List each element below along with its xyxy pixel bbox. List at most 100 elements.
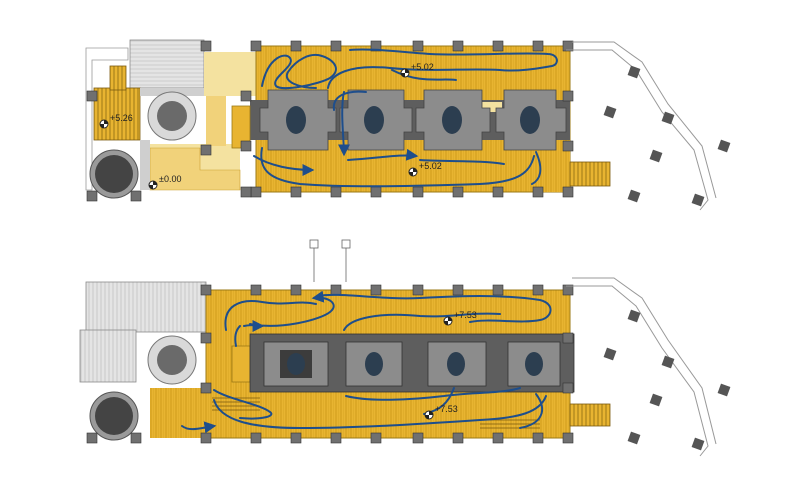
column [86, 190, 98, 202]
level-marker-upper-top: +5.02 [400, 62, 434, 78]
lower-route-2 [317, 293, 552, 323]
lower-right-stair [569, 403, 611, 427]
column [452, 432, 464, 444]
level-label-ground: ±0.00 [159, 174, 181, 184]
upper-silo-dark-core [95, 155, 133, 193]
upper-pool-4-hole [520, 106, 540, 134]
lower-route-1 [224, 300, 317, 331]
column [492, 284, 504, 296]
lower-route-11 [181, 421, 217, 434]
column [290, 40, 302, 52]
lower-pool-blocks [263, 341, 561, 387]
lower-route-5 [243, 319, 265, 332]
lower-boundary-inner [572, 277, 717, 445]
level-marker-lower-top: +7.53 [443, 310, 477, 326]
level-marker-lower-bottom: +7.53 [424, 404, 458, 420]
upper-pool-3-hole [442, 106, 462, 134]
column [330, 40, 342, 52]
column [130, 432, 142, 444]
column [250, 40, 262, 52]
lower-circulation-route [181, 290, 552, 434]
column [240, 140, 252, 152]
column [492, 40, 504, 52]
column [250, 186, 262, 198]
column [290, 186, 302, 198]
column [330, 186, 342, 198]
column [452, 40, 464, 52]
column [562, 186, 574, 198]
level-label-left-stair: +5.26 [110, 113, 133, 123]
upper-route-9 [332, 90, 367, 111]
upper-route-4 [253, 155, 315, 176]
upper-wall-2 [140, 140, 150, 190]
column [452, 284, 464, 296]
column [562, 40, 574, 52]
column [370, 432, 382, 444]
column [532, 432, 544, 444]
column [562, 284, 574, 296]
lower-pool-1-hole [287, 353, 305, 375]
column [200, 432, 212, 444]
lower-route-9 [519, 393, 544, 429]
lower-route-8 [345, 387, 521, 401]
lower-roof-block [85, 281, 207, 333]
upper-pool-1-hole [286, 106, 306, 134]
column [562, 432, 574, 444]
column [240, 90, 252, 102]
column [330, 432, 342, 444]
column [412, 40, 424, 52]
upper-rail-gap [482, 102, 502, 112]
lower-posts [309, 239, 351, 282]
upper-route-8 [419, 159, 505, 165]
upper-pale-area-3 [206, 96, 226, 146]
level-marker-upper-bottom: +5.02 [408, 161, 442, 177]
upper-route-6 [260, 147, 535, 188]
column [250, 284, 262, 296]
upper-pool-2-hole [364, 106, 384, 134]
level-label-lower-top: +7.53 [454, 310, 477, 320]
level-label-lower-bottom: +7.53 [435, 404, 458, 414]
level-label-upper-top: +5.02 [411, 62, 434, 72]
upper-pool-blocks [259, 89, 567, 151]
column [200, 382, 212, 394]
upper-floor-plan [85, 39, 731, 211]
lower-silo-dark-core [95, 397, 133, 435]
upper-site-markers [603, 65, 731, 207]
upper-circulation-route [253, 48, 558, 188]
lower-route-12 [234, 325, 241, 347]
site-marker [661, 111, 675, 125]
lower-floor-plan [79, 239, 731, 457]
column [562, 382, 574, 394]
site-marker [627, 65, 641, 79]
site-marker [691, 437, 705, 451]
site-marker [649, 393, 663, 407]
upper-roof-block [129, 39, 205, 89]
lower-route-3 [249, 290, 335, 327]
column [452, 186, 464, 198]
site-marker [649, 149, 663, 163]
lower-pool-3-hole [447, 352, 465, 376]
column [370, 284, 382, 296]
upper-columns [86, 40, 574, 202]
level-marker-left-stair: +5.26 [99, 113, 133, 129]
column [532, 40, 544, 52]
column [532, 284, 544, 296]
upper-boundary-inner [572, 41, 717, 199]
column [562, 332, 574, 344]
lower-route-4 [343, 312, 501, 331]
column [200, 284, 212, 296]
upper-route-5 [347, 148, 419, 161]
lower-pool-2-hole [365, 352, 383, 376]
column [412, 432, 424, 444]
lower-route-6 [213, 395, 547, 430]
lower-boundary-outer [566, 285, 709, 457]
upper-right-stair [569, 161, 611, 187]
site-marker [603, 347, 617, 361]
upper-route-1 [261, 54, 337, 90]
upper-boundary-outer [566, 49, 709, 211]
lower-silo-light-core [157, 345, 187, 375]
column [492, 186, 504, 198]
column [330, 284, 342, 296]
column [200, 40, 212, 52]
